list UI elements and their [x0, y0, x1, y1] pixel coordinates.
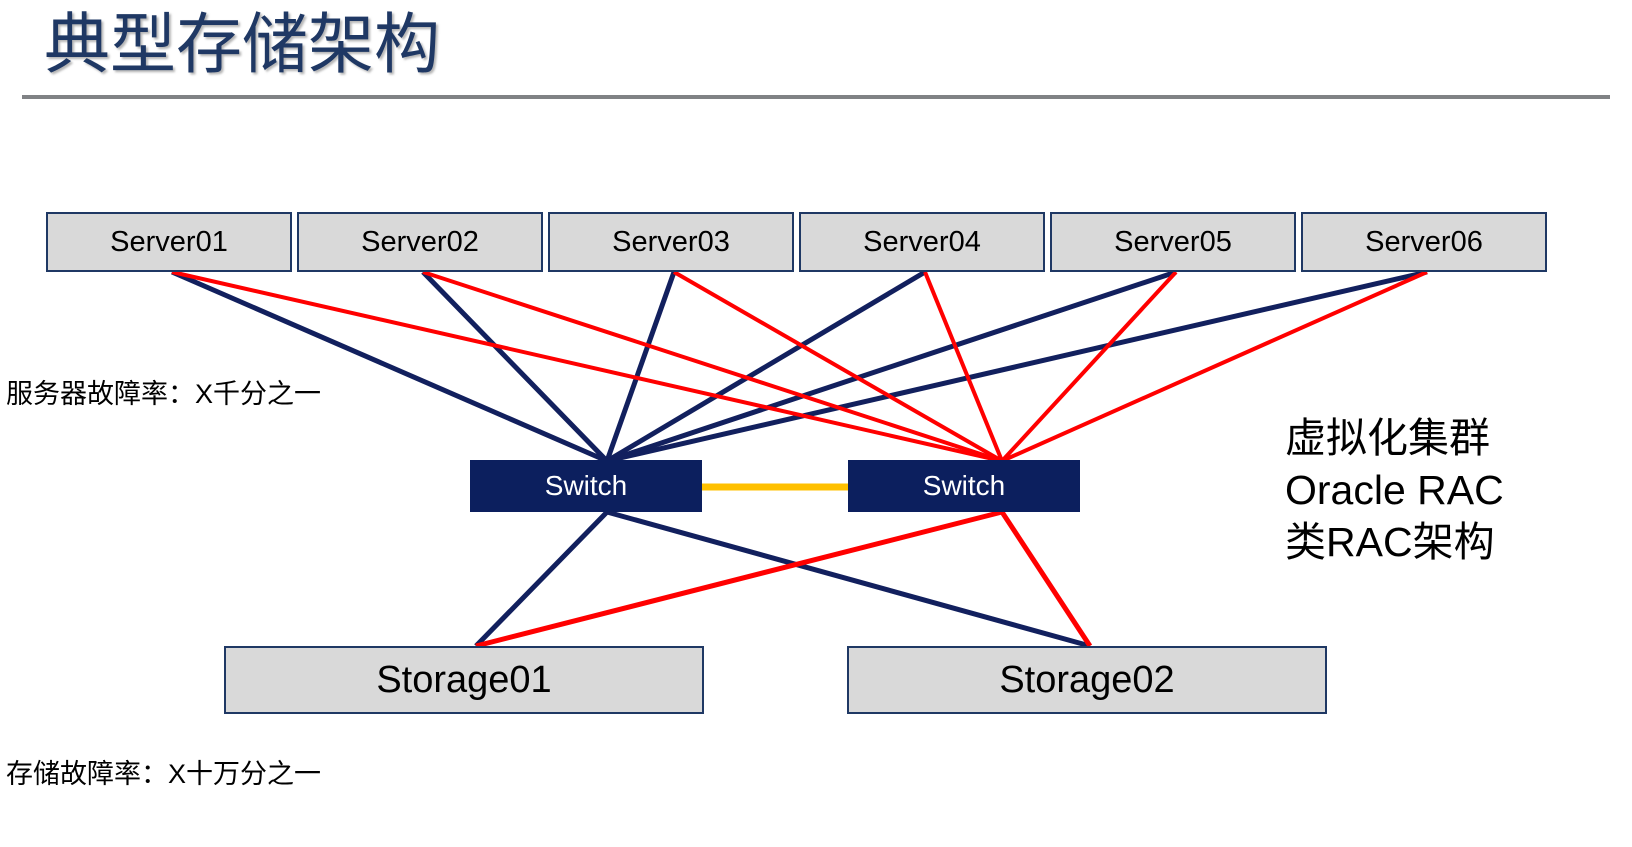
link-switch1-to-storage02: [606, 509, 1091, 649]
server-node-label: Server05: [1114, 225, 1232, 258]
switch-node-2[interactable]: Switch: [848, 460, 1080, 512]
navy-link-group: [171, 269, 1428, 649]
page-title: 典型存储架构: [44, 7, 440, 81]
cluster-note-line-3: 类RAC架构: [1285, 519, 1495, 565]
storage-node-label: Storage01: [376, 658, 552, 701]
link-server1-to-switch2: [171, 270, 1003, 463]
link-server2-to-switch1: [421, 270, 609, 463]
link-switch2-to-storage01: [475, 509, 1003, 649]
link-server3-to-switch1: [604, 271, 677, 462]
link-server4-to-switch2: [923, 271, 1004, 462]
server-node-label: Server03: [612, 225, 730, 258]
server-node-label: Server06: [1365, 225, 1483, 258]
cluster-note: 虚拟化集群 Oracle RAC 类RAC架构: [1285, 412, 1504, 568]
server-node-5[interactable]: Server05: [1050, 212, 1296, 272]
server-node-label: Server04: [863, 225, 981, 258]
title-divider: [22, 95, 1610, 99]
server-failure-rate-note: 服务器故障率：X千分之一: [6, 379, 322, 409]
cluster-note-line-1: 虚拟化集群: [1285, 415, 1490, 461]
link-server4-to-switch1: [605, 269, 927, 464]
link-server2-to-switch2: [422, 270, 1003, 463]
link-server5-to-switch2: [1000, 270, 1178, 463]
server-node-4[interactable]: Server04: [799, 212, 1045, 272]
link-server6-to-switch2: [1001, 270, 1428, 463]
link-server5-to-switch1: [606, 269, 1177, 464]
switch-node-label: Switch: [922, 470, 1006, 501]
storage-failure-rate-note: 存储故障率：X十万分之一: [6, 759, 322, 789]
server-node-label: Server02: [361, 225, 479, 258]
server-node-2[interactable]: Server02: [297, 212, 543, 272]
cluster-note-line-2: Oracle RAC: [1285, 467, 1504, 513]
server-node-3[interactable]: Server03: [548, 212, 794, 272]
server-node-6[interactable]: Server06: [1301, 212, 1547, 272]
storage-node-1[interactable]: Storage01: [224, 646, 704, 714]
server-node-label: Server01: [110, 225, 228, 258]
link-switch2-to-storage02: [999, 510, 1093, 648]
red-link-group: [171, 270, 1428, 649]
link-server6-to-switch1: [606, 269, 1428, 464]
link-switch1-to-storage01: [474, 510, 609, 648]
storage-node-label: Storage02: [999, 658, 1175, 701]
link-server3-to-switch2: [673, 270, 1003, 463]
storage-node-2[interactable]: Storage02: [847, 646, 1327, 714]
server-node-1[interactable]: Server01: [46, 212, 292, 272]
switch-node-1[interactable]: Switch: [470, 460, 702, 512]
link-server1-to-switch1: [171, 269, 608, 464]
switch-node-label: Switch: [544, 470, 628, 501]
